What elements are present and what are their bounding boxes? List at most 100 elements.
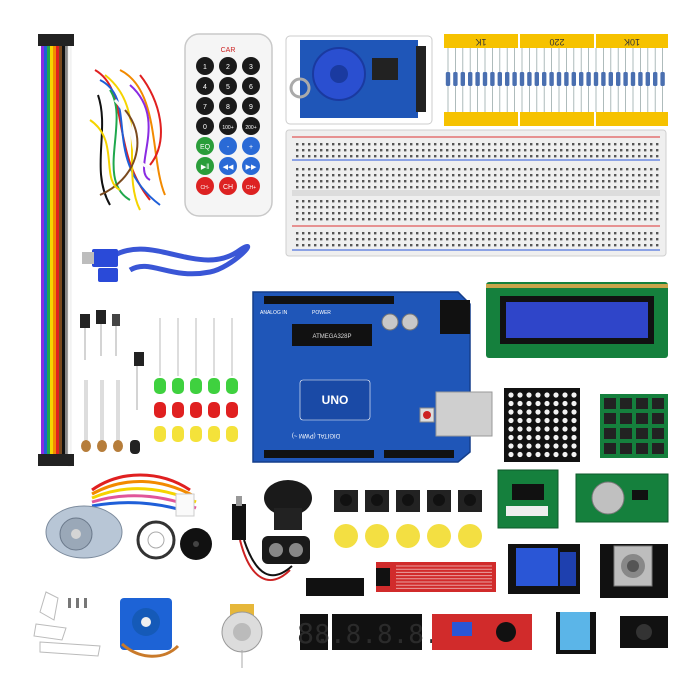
uln2003-driver-board bbox=[497, 469, 559, 529]
resistor bbox=[645, 72, 650, 86]
resistor bbox=[608, 72, 613, 86]
photoresistor bbox=[113, 440, 123, 452]
button-cap bbox=[396, 524, 420, 548]
led bbox=[172, 426, 184, 442]
ir-led bbox=[130, 440, 140, 454]
remote-key-label: EQ bbox=[200, 144, 211, 151]
resistor bbox=[556, 72, 562, 86]
chip-label: ATMEGA328P bbox=[313, 334, 352, 340]
resistor bbox=[586, 72, 591, 86]
led bbox=[190, 402, 202, 418]
resistor bbox=[453, 72, 458, 86]
remote-key-label: 5 bbox=[226, 84, 230, 91]
remote-key bbox=[242, 157, 260, 175]
relay-module bbox=[508, 544, 580, 594]
led bbox=[190, 426, 202, 442]
remote-key-label: 9 bbox=[249, 104, 253, 111]
usb-cable bbox=[82, 244, 250, 282]
resistor bbox=[519, 72, 525, 86]
remote-key bbox=[242, 77, 260, 95]
remote-key bbox=[196, 57, 214, 75]
rfid-module bbox=[285, 35, 433, 125]
button-cap bbox=[334, 524, 358, 548]
resistor bbox=[527, 72, 532, 86]
atmega-chip bbox=[292, 324, 372, 346]
board-side-text: DIGITAL (PWM ~) bbox=[292, 432, 340, 438]
remote-key-label: 6 bbox=[249, 84, 253, 91]
remote-key bbox=[219, 97, 237, 115]
remote-key-label: 0 bbox=[203, 124, 207, 131]
buzzers bbox=[136, 520, 212, 560]
remote-key bbox=[219, 117, 237, 135]
remote-key-label: 7 bbox=[203, 104, 207, 111]
tape-label-220: 220 bbox=[549, 37, 564, 47]
remote-key-label: ▶▶ bbox=[246, 164, 257, 171]
jumper-wire-bundle bbox=[89, 69, 166, 211]
board-label: UNO bbox=[322, 393, 349, 407]
sound-sensor-module bbox=[432, 614, 532, 650]
resistor bbox=[549, 72, 554, 86]
stepper-motor bbox=[45, 473, 197, 559]
rainbow-jumper-ribbon bbox=[38, 34, 74, 467]
led bbox=[226, 378, 238, 394]
joystick-module bbox=[600, 544, 668, 598]
remote-key-label: 8 bbox=[226, 104, 230, 111]
led bbox=[190, 378, 202, 394]
remote-key bbox=[196, 157, 214, 175]
tape-label-1k: 1K bbox=[475, 37, 486, 47]
resistor bbox=[653, 72, 658, 86]
resistor bbox=[638, 72, 643, 86]
svg-text:CAR: CAR bbox=[221, 47, 236, 54]
remote-key-label: 200+ bbox=[245, 125, 256, 131]
led bbox=[226, 402, 238, 418]
remote-key bbox=[196, 117, 214, 135]
remote-key bbox=[242, 137, 260, 155]
push-buttons bbox=[334, 490, 482, 548]
single-digit-display: 8. bbox=[297, 617, 331, 650]
resistor bbox=[579, 72, 584, 86]
lcd-1602-module bbox=[486, 282, 668, 358]
joystick-knob bbox=[264, 480, 312, 530]
remote-key-label: - bbox=[227, 144, 230, 151]
remote-key bbox=[242, 117, 260, 135]
resistor-strips: 1K 220 10K bbox=[444, 34, 668, 126]
arduino-uno-board: ATMEGA328P UNO DIGITAL (PWM ~) POWER ANA… bbox=[252, 291, 493, 463]
rtc-clock-module bbox=[575, 473, 669, 523]
remote-key bbox=[242, 57, 260, 75]
resistor bbox=[660, 72, 665, 86]
dht11-sensor bbox=[556, 612, 596, 654]
servo-motor bbox=[120, 598, 180, 658]
resistor bbox=[497, 72, 502, 86]
led-array bbox=[130, 318, 238, 454]
breadboard bbox=[285, 129, 667, 257]
resistor bbox=[468, 72, 473, 86]
transistors bbox=[80, 310, 144, 410]
resistor bbox=[593, 72, 599, 86]
photoresistor bbox=[81, 440, 91, 452]
button-cap bbox=[427, 524, 451, 548]
resistor bbox=[564, 72, 569, 86]
remote-key bbox=[219, 57, 237, 75]
remote-key-label: CH+ bbox=[246, 185, 256, 191]
led bbox=[208, 426, 220, 442]
photoresistors bbox=[81, 380, 123, 452]
remote-key-label: ◀◀ bbox=[223, 164, 234, 171]
analog-label: ANALOG IN bbox=[260, 310, 288, 316]
led-matrix-8x8 bbox=[504, 388, 580, 462]
remote-key bbox=[219, 177, 237, 195]
resistor bbox=[482, 72, 488, 86]
led bbox=[208, 378, 220, 394]
ic-chip bbox=[306, 578, 364, 596]
resistor bbox=[623, 72, 628, 86]
ir-receiver-module bbox=[620, 616, 668, 648]
remote-key bbox=[219, 157, 237, 175]
resistor bbox=[534, 72, 539, 86]
remote-key-label: ▶‖ bbox=[201, 164, 209, 171]
remote-key bbox=[219, 77, 237, 95]
resistor bbox=[460, 72, 465, 86]
remote-key bbox=[219, 137, 237, 155]
remote-key bbox=[196, 177, 214, 195]
remote-key-label: CH bbox=[223, 184, 233, 191]
led bbox=[172, 402, 184, 418]
